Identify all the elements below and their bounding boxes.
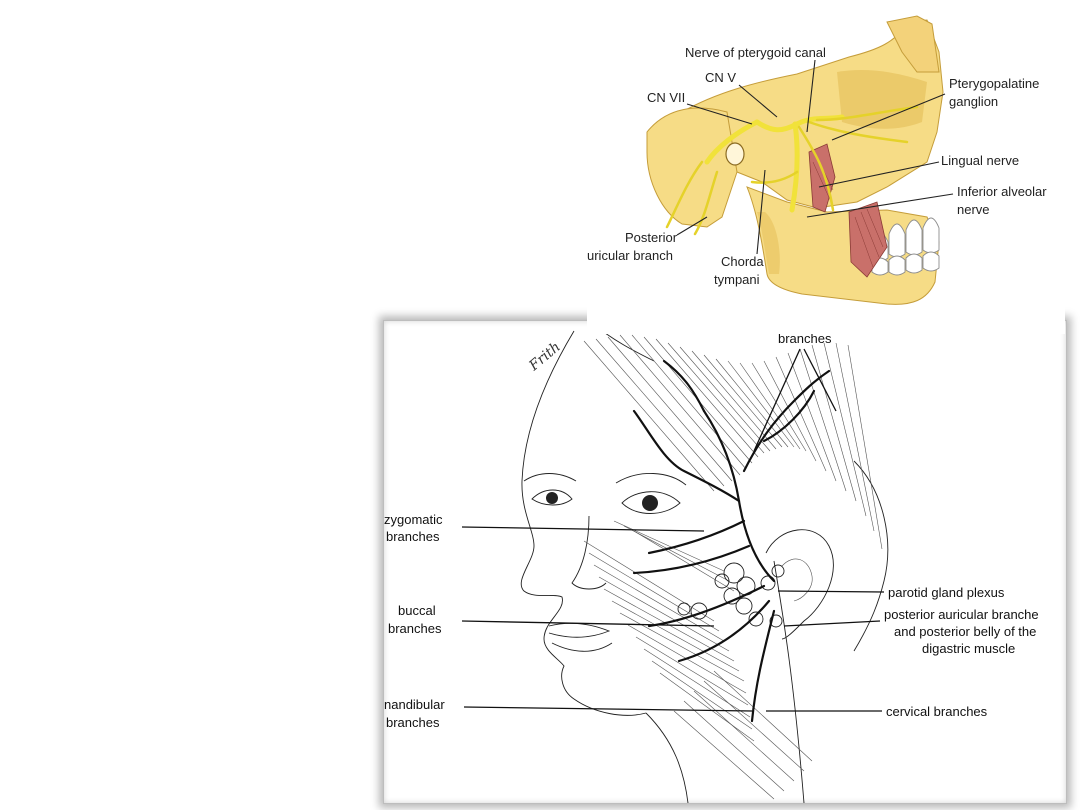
label-mandibular-1: nandibular [384,697,445,712]
label-cn-vii: CN VII [647,90,685,105]
nerve-paths [665,105,919,236]
parotid-gland [677,562,785,628]
mandible-bone [746,186,940,305]
masseter-muscle [848,201,888,278]
ear-canal [725,142,745,166]
cranium-bone [681,19,944,209]
skull-nerve-illustration: Nerve of pterygoid canal CN V CN VII Pte… [587,15,1047,305]
label-posterior-2: uricular branch [587,248,673,263]
facial-nerve-branches [632,359,831,723]
label-chorda-1: Chorda [721,254,764,269]
muscle-hatching [583,334,883,800]
label-inferior-alveolar-1: Inferior alveolar [957,184,1047,199]
facial-nerve-diagram: Frith branches zygomatic branches buccal… [383,320,1067,804]
label-zygomatic-2: branches [386,529,440,544]
label-posterior-auricular-1: posterior auricular branche [884,607,1039,622]
lips [548,622,611,638]
skull-nerve-diagram: Nerve of pterygoid canal CN V CN VII Pte… [587,12,1065,334]
nasal-bone [886,15,940,73]
label-zygomatic-1: zygomatic [384,512,443,527]
label-pterygoid-canal: Nerve of pterygoid canal [685,45,826,60]
label-buccal-1: buccal [398,603,436,618]
maxilla-shade [837,70,927,129]
label-posterior-1: Posterior [625,230,678,245]
artist-signature: Frith [526,339,564,375]
label-chorda-2: tympani [714,272,760,287]
posterior-skull [646,107,738,228]
label-posterior-auricular-3: digastric muscle [922,641,1015,656]
label-cn-v: CN V [705,70,736,85]
label-pterygopalatine-1: Pterygopalatine [949,76,1039,91]
label-buccal-2: branches [388,621,442,636]
skull-leader-lines [676,59,954,255]
ear-outline [765,529,834,640]
label-mandibular-2: branches [386,715,440,730]
label-inferior-alveolar-2: nerve [957,202,990,217]
label-parotid-plexus: parotid gland plexus [888,585,1005,600]
ramus-shade [757,212,780,274]
label-cervical-branches: cervical branches [886,704,988,719]
label-posterior-auricular-2: and posterior belly of the [894,624,1036,639]
label-lingual-nerve: Lingual nerve [941,153,1019,168]
eyes [523,473,687,514]
face-illustration: Frith branches zygomatic branches buccal… [384,321,1039,803]
label-pterygopalatine-2: ganglion [949,94,998,109]
label-top-branches: branches [778,331,832,346]
